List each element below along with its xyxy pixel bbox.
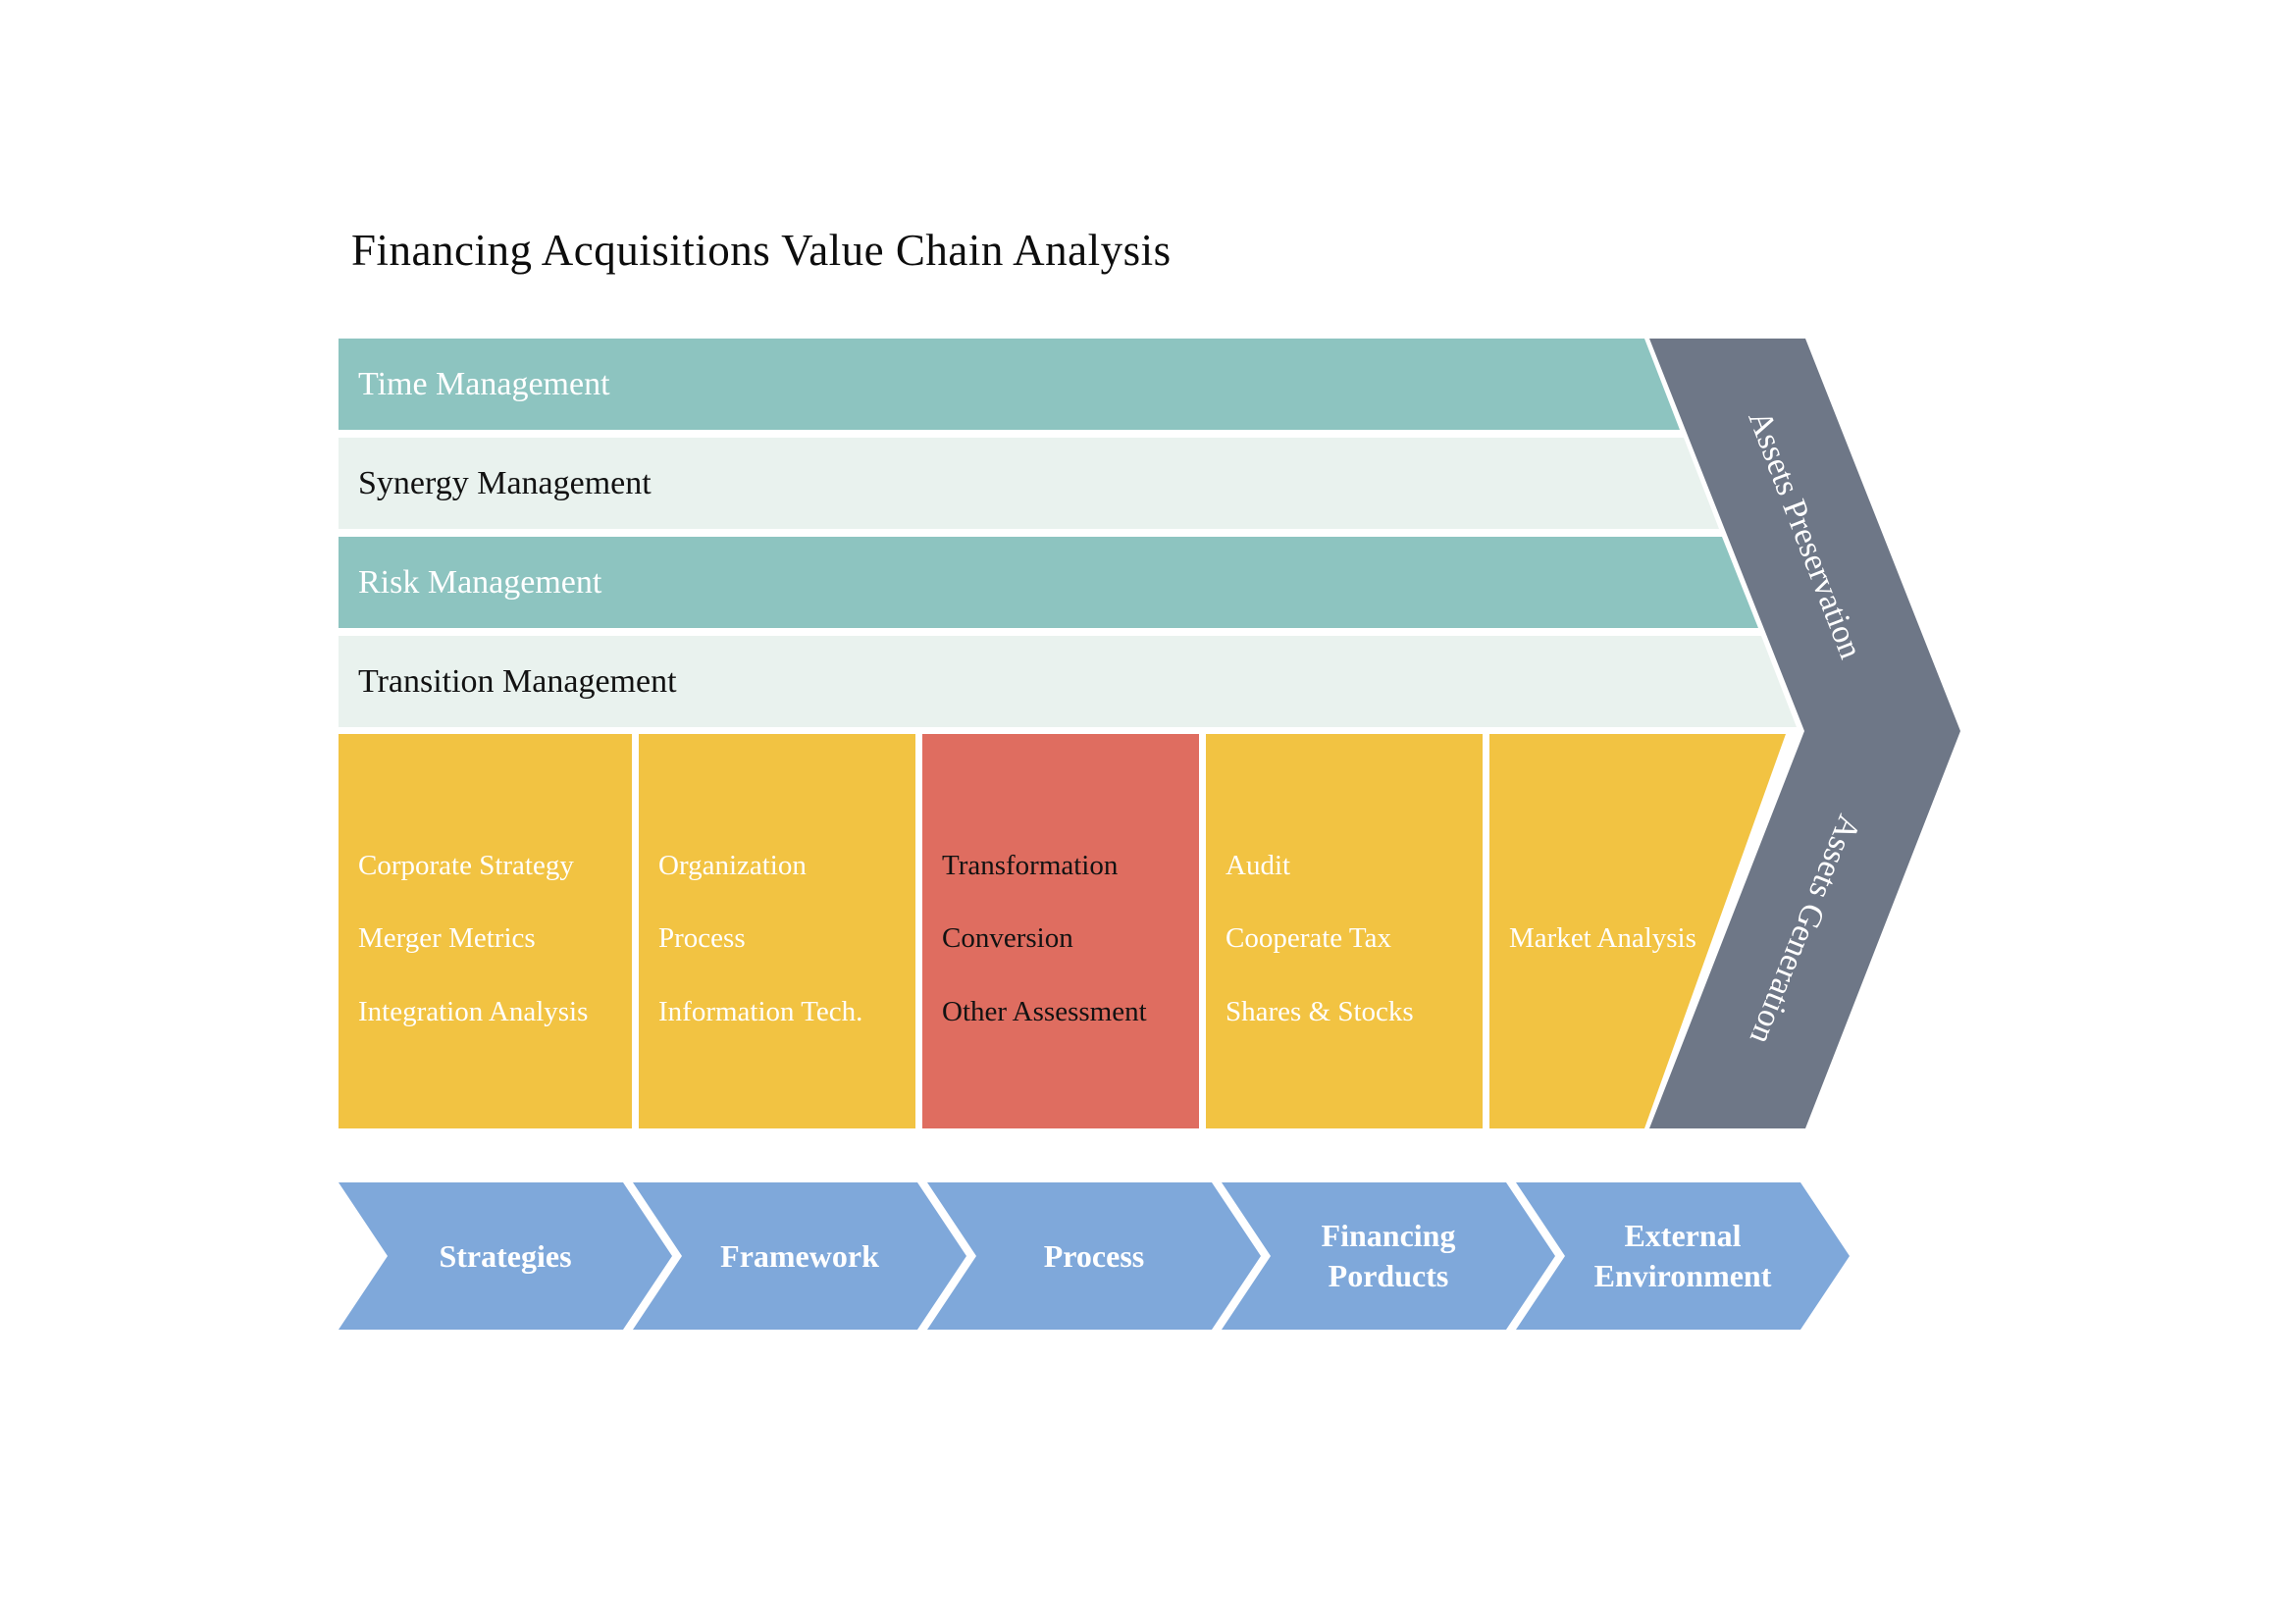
process-chevron-shape (927, 1182, 1261, 1330)
column-item-other-assessment: Other Assessment (942, 996, 1147, 1027)
chevron-label-process: Process (1043, 1237, 1145, 1274)
column-shape-2 (639, 734, 915, 1128)
column-item-audit: Audit (1226, 850, 1291, 881)
band-label-transition-management: Transition Management (358, 662, 677, 700)
chevron-label-framework: Framework (720, 1237, 879, 1274)
time-management-band-shape (339, 339, 1680, 430)
column-item-merger-metrics: Merger Metrics (358, 922, 536, 954)
column-item-integration-analysis: Integration Analysis (358, 996, 589, 1027)
framework-chevron-shape (633, 1182, 966, 1330)
external-environment-chevron-shape (1516, 1182, 1850, 1330)
column-shape-3 (922, 734, 1199, 1128)
risk-management-band-shape (339, 537, 1758, 628)
transition-management-band-shape (339, 636, 1797, 727)
assets-arrow-shape (1649, 339, 1960, 1128)
column-item-organization: Organization (658, 850, 807, 881)
chevron-label-financing-porducts: Financing Porducts (1321, 1218, 1456, 1293)
column-item-market-analysis: Market Analysis (1509, 922, 1696, 954)
column-item-conversion: Conversion (942, 922, 1073, 954)
band-label-synergy-management: Synergy Management (358, 464, 652, 501)
column-item-information-tech: Information Tech. (658, 996, 863, 1027)
column-item-shares-stocks: Shares & Stocks (1226, 996, 1414, 1027)
column-shape-1 (339, 734, 632, 1128)
column-item-cooperate-tax: Cooperate Tax (1226, 922, 1391, 954)
column-item-transformation: Transformation (942, 850, 1119, 881)
chevron-label-external-environment: External Environment (1593, 1218, 1772, 1293)
band-label-time-management: Time Management (358, 365, 610, 402)
band-label-risk-management: Risk Management (358, 563, 602, 601)
synergy-management-band-shape (339, 438, 1719, 529)
page-title: Financing Acquisitions Value Chain Analy… (351, 226, 1172, 275)
column-shape-5 (1489, 734, 1786, 1128)
chevron-label-strategies: Strategies (439, 1237, 572, 1274)
column-item-corporate-strategy: Corporate Strategy (358, 850, 574, 881)
financing-porducts-chevron-shape (1222, 1182, 1555, 1330)
column-shape-4 (1206, 734, 1483, 1128)
strategies-chevron-shape (339, 1182, 672, 1330)
column-item-process: Process (658, 922, 746, 954)
